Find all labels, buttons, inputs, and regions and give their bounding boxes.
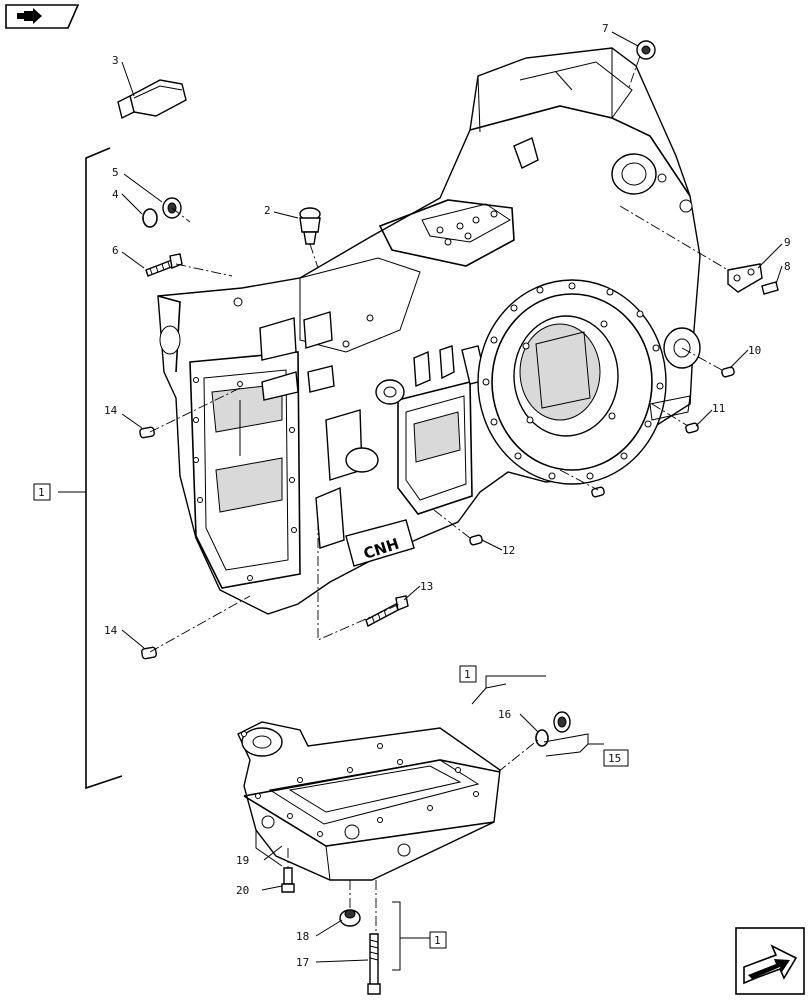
left-bracket (58, 147, 123, 790)
part-11b-pin (591, 486, 605, 498)
callout-4: 4 (112, 188, 119, 201)
boxed-callout-1-right: 1 (459, 665, 477, 683)
part-9-plate (727, 263, 763, 293)
callout-7: 7 (602, 22, 609, 35)
callout-5: 5 (112, 166, 119, 179)
next-page-arrow-icon[interactable] (735, 927, 805, 995)
part-15-plug (553, 711, 571, 733)
oil-sump (237, 721, 501, 881)
part-16-oring (535, 729, 549, 747)
callout-13: 13 (420, 580, 433, 593)
callout-1-bottom: 1 (434, 934, 441, 947)
part-12-pin (469, 534, 483, 546)
part-3-hex-spacer (117, 79, 187, 120)
part-14a-pin (139, 426, 155, 439)
book-arrow-icon[interactable] (5, 4, 80, 29)
leader-lines (121, 31, 783, 971)
callout-15: 15 (608, 752, 621, 765)
boxed-callout-15: 15 (603, 749, 629, 767)
callout-17: 17 (296, 956, 309, 969)
callout-3: 3 (112, 54, 119, 67)
part-14b-pin (141, 646, 157, 660)
part-8-screw (761, 281, 779, 295)
boxed-callout-1-left: 1 (33, 483, 51, 501)
part-11-pin (685, 422, 699, 434)
callout-2: 2 (264, 204, 271, 217)
callout-11: 11 (712, 402, 725, 415)
part-6-bolt (145, 253, 183, 277)
callout-8: 8 (784, 260, 791, 273)
part-20-screw (281, 867, 295, 893)
transmission-housing: CNH (157, 47, 701, 615)
part-13-bolt (365, 595, 409, 628)
callout-1-left: 1 (38, 486, 45, 499)
callout-6: 6 (112, 244, 119, 257)
flange-bolt-holes (482, 282, 664, 480)
part-7-plug (636, 40, 656, 60)
callout-16: 16 (498, 708, 511, 721)
boxed-callout-1-bottom: 1 (429, 931, 447, 949)
callout-14-lower: 14 (104, 624, 118, 637)
assembly-lines (149, 55, 729, 934)
callout-18: 18 (296, 930, 309, 943)
callout-14-upper: 14 (104, 404, 118, 417)
callouts: 3 2 5 4 6 7 9 8 10 11 12 13 14 14 16 19 … (104, 22, 791, 969)
callout-9: 9 (784, 236, 791, 249)
part-18-drain-plug (339, 909, 361, 927)
part-2-fitting (299, 207, 321, 245)
callout-20: 20 (236, 884, 249, 897)
callout-10: 10 (748, 344, 761, 357)
part-4-oring (142, 208, 158, 228)
callout-12: 12 (502, 544, 515, 557)
part-10-pin (721, 366, 735, 378)
callout-19: 19 (236, 854, 249, 867)
part-17-screw (367, 933, 381, 995)
callout-1-right: 1 (464, 668, 471, 681)
